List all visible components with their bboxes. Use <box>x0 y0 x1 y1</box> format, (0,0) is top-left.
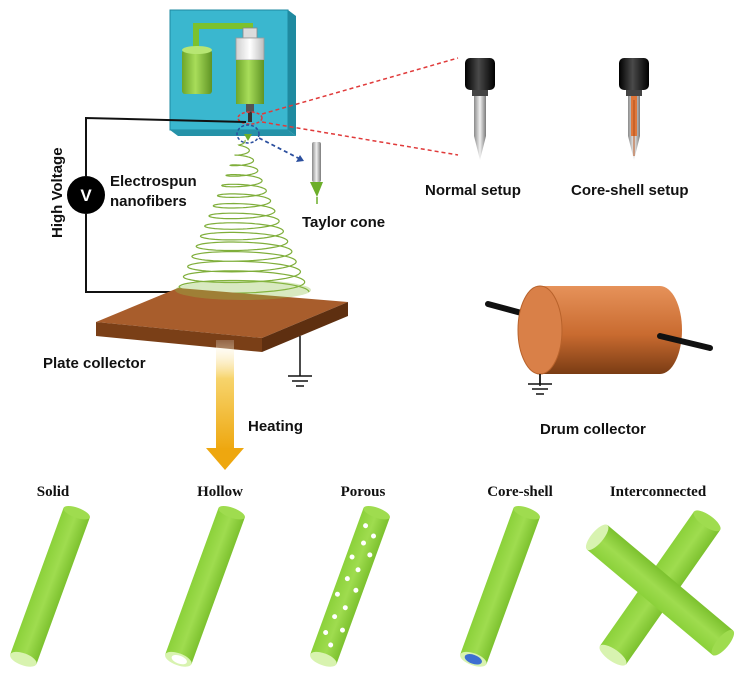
taylor-cone-label: Taylor cone <box>302 214 385 231</box>
core-shell-fiber <box>460 505 540 667</box>
plate-collector-label: Plate collector <box>43 355 146 372</box>
core-shell-needle <box>619 58 649 160</box>
heating-arrow <box>206 340 244 470</box>
drum-ground-icon <box>528 374 552 395</box>
drum-collector <box>485 285 713 386</box>
taylor-cone-callout <box>236 124 323 204</box>
hollow-fiber <box>165 505 245 667</box>
fiber-spiral-path <box>178 139 310 294</box>
plate-collector <box>96 280 348 352</box>
morphology-label-solid: Solid <box>37 484 70 500</box>
drum-collector-label: Drum collector <box>540 421 646 438</box>
zoom-lines <box>237 57 459 156</box>
morphology-label-porous: Porous <box>341 484 386 500</box>
voltmeter-symbol: V <box>80 186 92 205</box>
core-shell-setup-label: Core-shell setup <box>571 182 689 199</box>
solid-fiber <box>10 505 90 667</box>
fiber-spiral <box>178 139 310 294</box>
normal-setup-label: Normal setup <box>425 182 521 199</box>
interconnected-fibers <box>585 510 735 666</box>
syringe-pump <box>169 9 296 136</box>
porous-fiber <box>310 505 390 667</box>
electrospun-label-line2: nanofibers <box>110 193 187 210</box>
normal-setup-needle <box>465 58 495 160</box>
morphology-label-interconnected: Interconnected <box>610 484 707 500</box>
high-voltage-label: High Voltage <box>49 147 66 238</box>
heating-label: Heating <box>248 418 303 435</box>
electrospun-label-line1: Electrospun <box>110 173 197 190</box>
high-voltage-circuit: V <box>67 116 247 293</box>
morphology-label-core-shell: Core-shell <box>487 484 553 500</box>
morphology-label-hollow: Hollow <box>197 484 243 500</box>
plate-ground-icon <box>288 336 312 387</box>
